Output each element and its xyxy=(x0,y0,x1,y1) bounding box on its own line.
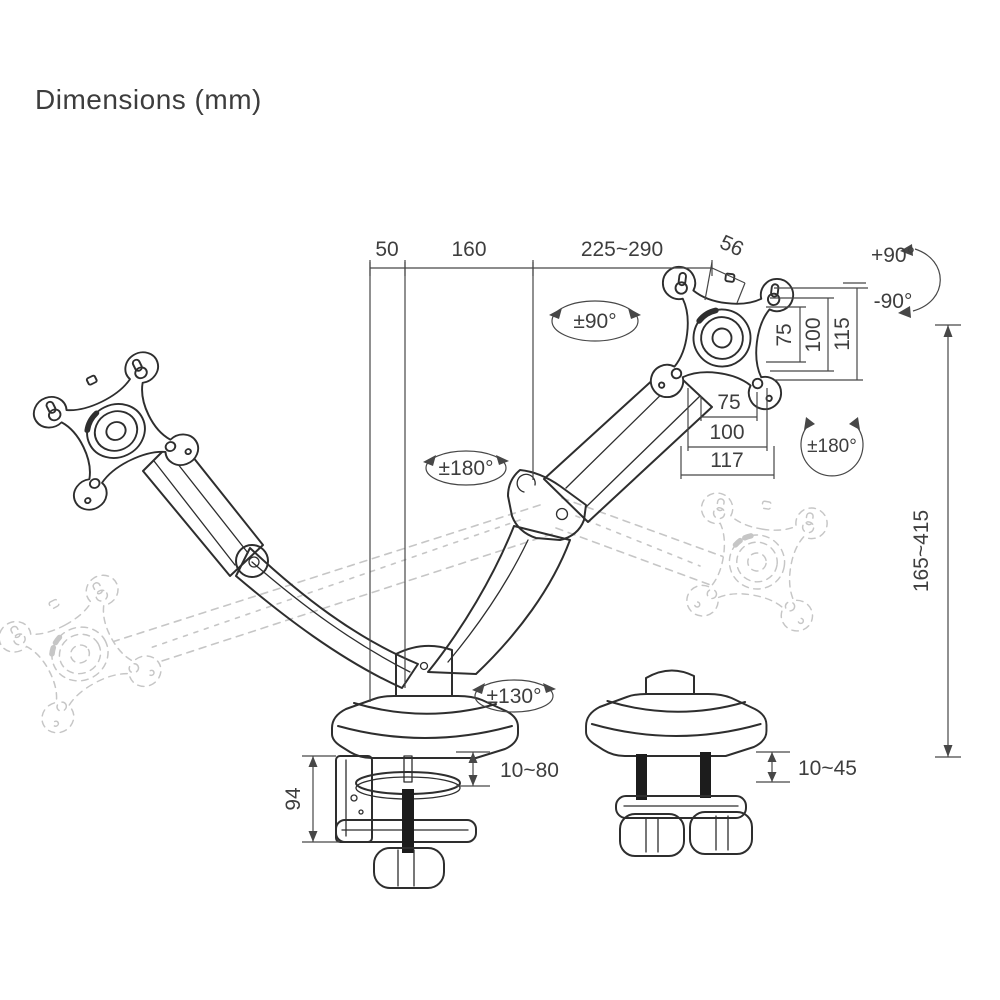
ghost-arm-left xyxy=(111,504,553,673)
dim-tilt-arc xyxy=(843,244,941,318)
dim-clamp-range xyxy=(456,751,490,787)
right-arm-upper xyxy=(543,365,713,523)
dim-base-swivel-arc xyxy=(472,679,556,713)
grommet-knob-right xyxy=(689,811,753,855)
grommet-knob-left xyxy=(619,813,685,857)
dim-label-10-45: 10~45 xyxy=(798,757,857,780)
dim-label-117: 117 xyxy=(710,449,743,472)
left-arm-upper xyxy=(142,436,264,577)
grommet-mount xyxy=(585,669,768,857)
dim-label-225-290: 225~290 xyxy=(581,238,663,261)
dim-label-115: 115 xyxy=(831,317,854,350)
dim-vesa-vertical xyxy=(766,287,868,381)
label-tilt-up: +90° xyxy=(871,244,915,267)
pole xyxy=(395,644,453,703)
clamp-knob xyxy=(373,847,445,889)
center-elbow-joint xyxy=(507,469,587,541)
desk-clamp xyxy=(335,755,477,889)
dim-label-50: 50 xyxy=(375,238,398,261)
label-base-swivel: ±130° xyxy=(487,685,542,708)
ghost-vesa-plate-right xyxy=(685,491,830,633)
dim-vesa-horizontal xyxy=(680,388,775,479)
grommet-bar xyxy=(615,795,747,819)
label-tilt-down: -90° xyxy=(874,290,913,313)
label-arm-swivel: ±180° xyxy=(439,457,494,480)
page-title: Dimensions (mm) xyxy=(35,84,262,115)
dim-swivel-head-arc xyxy=(549,300,641,342)
left-arm-lower xyxy=(235,547,419,689)
dim-label-vesa-h-100: 100 xyxy=(709,421,744,444)
dim-top-chain xyxy=(369,260,746,702)
dim-grommet-range xyxy=(756,751,790,783)
dim-label-vesa-v-100: 100 xyxy=(802,317,825,352)
dim-label-10-80: 10~80 xyxy=(500,759,559,782)
label-head-swivel: ±90° xyxy=(573,310,616,333)
left-elbow-joint xyxy=(235,544,269,578)
dim-height-range xyxy=(935,324,961,758)
dim-label-165-415: 165~415 xyxy=(910,510,933,592)
clamp-screw xyxy=(402,789,414,853)
dim-label-94: 94 xyxy=(282,787,305,811)
dim-label-vesa-v-75: 75 xyxy=(773,323,796,346)
ghost-vesa-plate-left xyxy=(0,570,166,739)
dim-clamp-height xyxy=(302,755,340,843)
ghost-arm-right xyxy=(555,497,739,591)
dim-plate-rotation-arc xyxy=(800,417,864,477)
dim-label-56: 56 xyxy=(716,231,747,262)
dim-label-vesa-h-75: 75 xyxy=(717,391,740,414)
dim-label-160: 160 xyxy=(451,238,486,261)
label-plate-rotation: ±180° xyxy=(807,436,857,457)
center-arm-lower xyxy=(427,525,571,675)
dim-arm-swivel-arc xyxy=(423,450,509,486)
